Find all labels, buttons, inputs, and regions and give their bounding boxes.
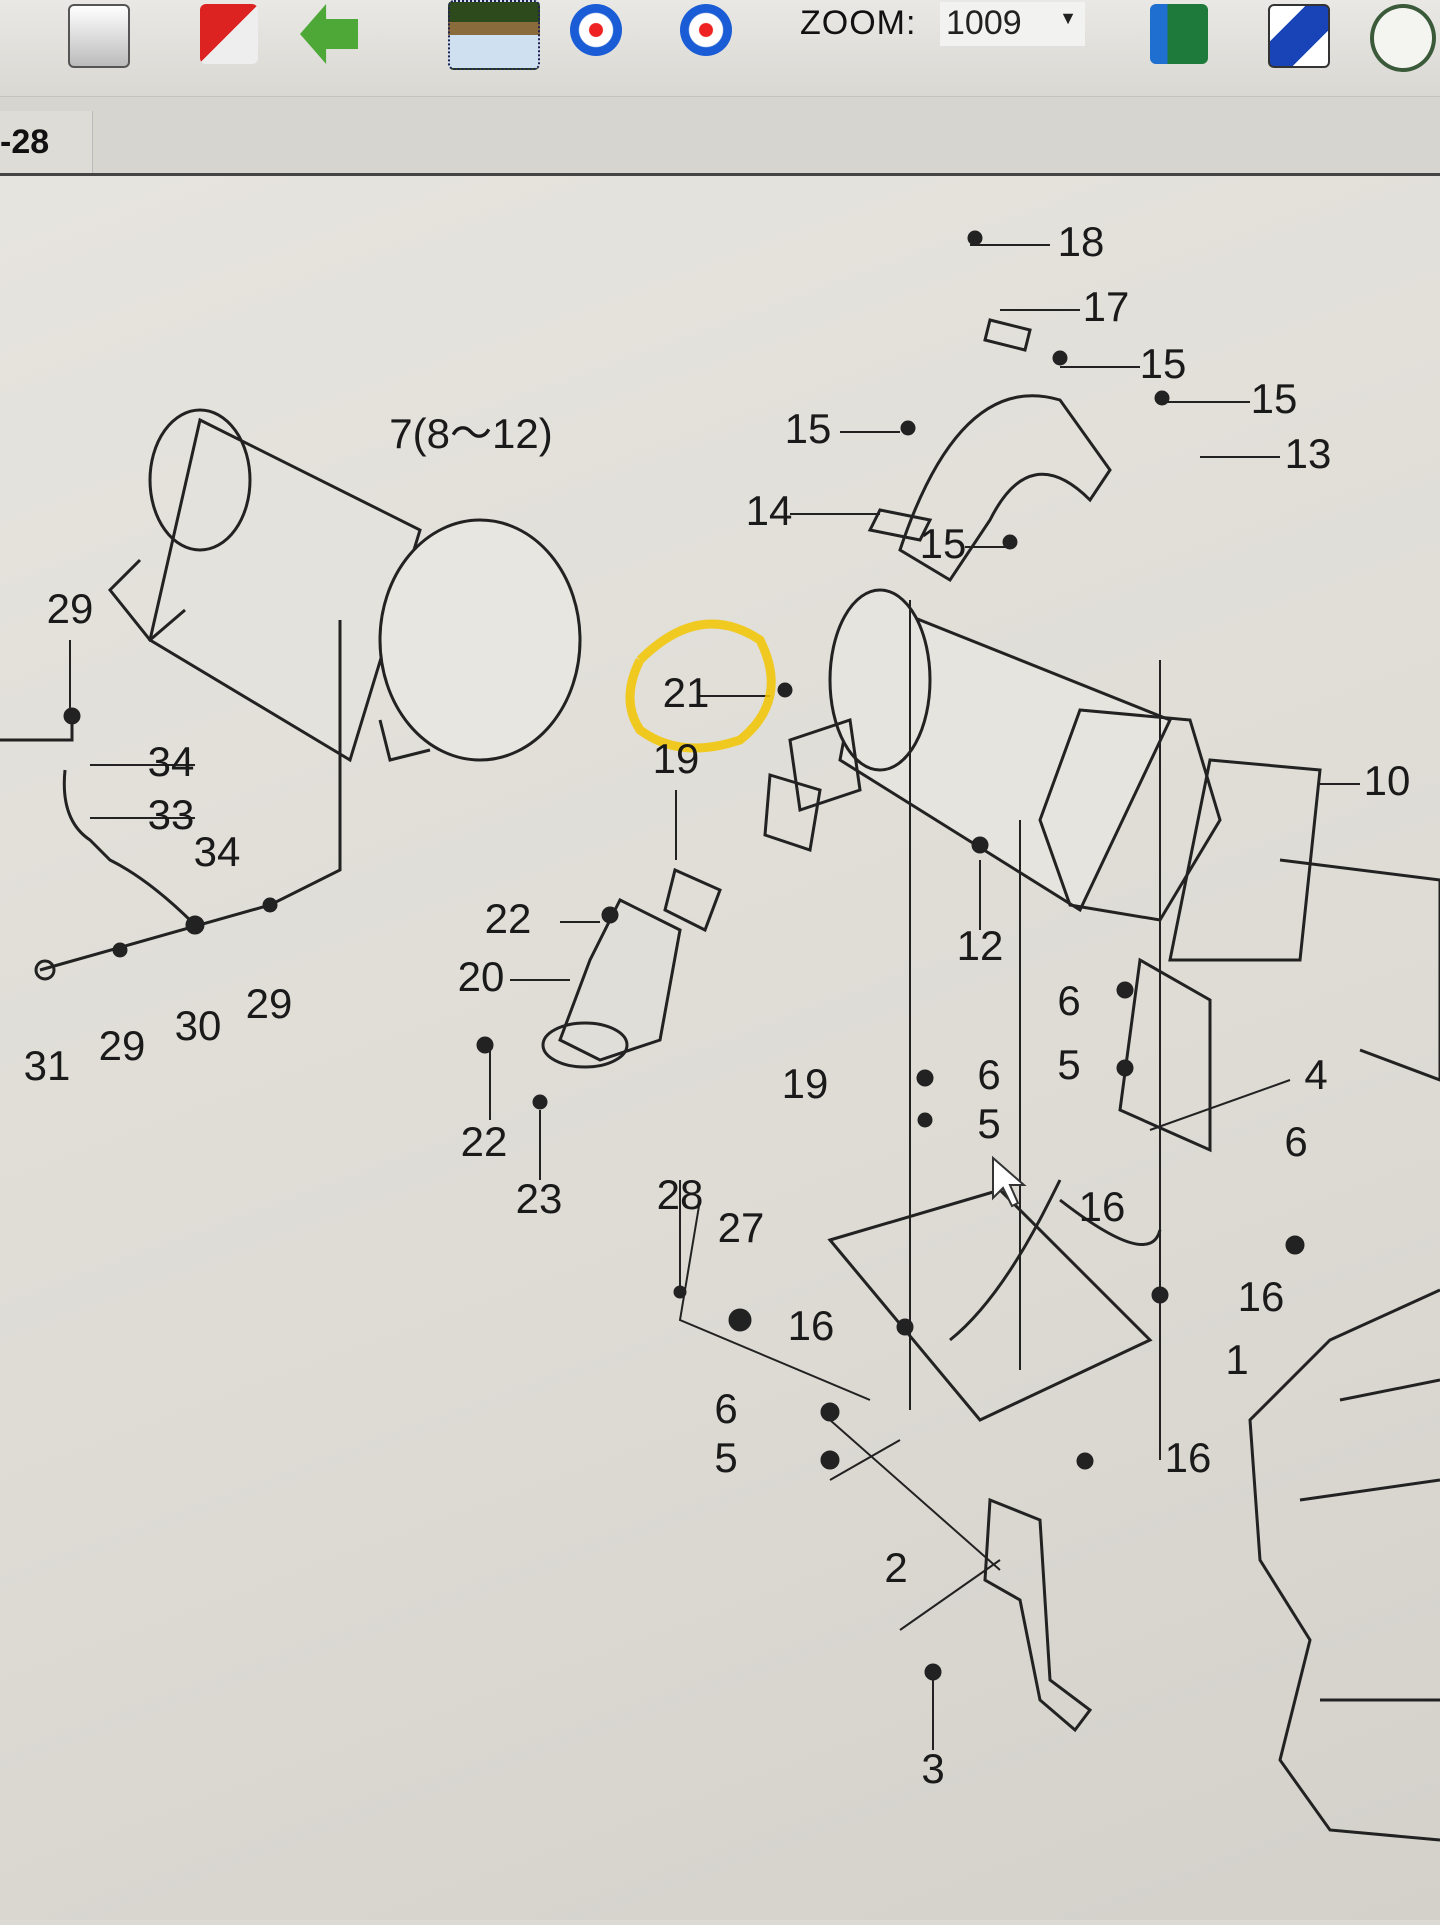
callout-5[interactable]: 5 <box>977 1100 1000 1147</box>
callout-17[interactable]: 17 <box>1083 283 1130 330</box>
callout-13[interactable]: 13 <box>1285 430 1332 477</box>
callout-31[interactable]: 31 <box>24 1042 71 1089</box>
callout-27[interactable]: 27 <box>718 1204 765 1251</box>
callout-16[interactable]: 16 <box>788 1302 835 1349</box>
callout-5[interactable]: 5 <box>714 1434 737 1481</box>
callout-34[interactable]: 34 <box>148 738 195 785</box>
clamp-bracket-upper[interactable] <box>867 318 1112 583</box>
engine-block <box>1248 1288 1440 1842</box>
callout-15[interactable]: 15 <box>1140 340 1187 387</box>
callout-5[interactable]: 5 <box>1057 1041 1080 1088</box>
zoom-out-icon[interactable] <box>680 4 732 56</box>
callout-30[interactable]: 30 <box>175 1002 222 1049</box>
callout-33[interactable]: 33 <box>148 791 195 838</box>
highlight-circle <box>625 619 776 753</box>
hose-parts[interactable] <box>0 620 342 981</box>
callout-1[interactable]: 1 <box>1225 1336 1248 1383</box>
callout-28[interactable]: 28 <box>657 1171 704 1218</box>
callout-12[interactable]: 12 <box>957 922 1004 969</box>
page-navigation-icon[interactable] <box>448 0 540 70</box>
callout-21[interactable]: 21 <box>663 669 710 716</box>
exhaust-elbow-20[interactable] <box>541 773 822 1069</box>
callout-29[interactable]: 29 <box>99 1022 146 1069</box>
callout-19[interactable]: 19 <box>653 735 700 782</box>
callout-15[interactable]: 15 <box>785 405 832 452</box>
folder-icon[interactable] <box>1268 4 1330 68</box>
exploded-parts-diagram: 18 17 15 15 13 15 14 15 7(8～12) 29 21 19… <box>0 218 1440 1842</box>
excel-export-icon[interactable] <box>1150 4 1208 64</box>
tab-label: -28 <box>0 123 50 161</box>
callout-14[interactable]: 14 <box>746 487 793 534</box>
callout-20[interactable]: 20 <box>458 953 505 1000</box>
callout-15[interactable]: 15 <box>1251 375 1298 422</box>
callout-29[interactable]: 29 <box>246 980 293 1027</box>
toolbar: ZOOM: 1009 ▼ <box>0 0 1440 97</box>
callout-15[interactable]: 15 <box>920 520 967 567</box>
callout-29[interactable]: 29 <box>47 585 94 632</box>
callout-6[interactable]: 6 <box>977 1051 1000 1098</box>
print-preview-icon[interactable] <box>68 4 130 68</box>
callout-22[interactable]: 22 <box>461 1118 508 1165</box>
callout-labels: 18 17 15 15 13 15 14 15 7(8～12) 29 21 19… <box>24 218 1411 1792</box>
callout-34[interactable]: 34 <box>194 828 241 875</box>
callout-7[interactable]: 7(8～12) <box>389 410 552 457</box>
callout-16[interactable]: 16 <box>1165 1434 1212 1481</box>
callout-23[interactable]: 23 <box>516 1175 563 1222</box>
callout-19[interactable]: 19 <box>782 1060 829 1107</box>
callout-10[interactable]: 10 <box>1364 757 1411 804</box>
fasteners <box>476 230 1305 1681</box>
parts-diagram-canvas: 18 17 15 15 13 15 14 15 7(8～12) 29 21 19… <box>0 176 1440 1920</box>
logo-icon[interactable] <box>1370 4 1436 72</box>
zoom-label: ZOOM: <box>800 4 917 42</box>
zoom-in-icon[interactable] <box>570 4 622 56</box>
callout-22[interactable]: 22 <box>485 895 532 942</box>
callout-6[interactable]: 6 <box>1057 977 1080 1024</box>
callout-3[interactable]: 3 <box>921 1745 944 1792</box>
tab-page[interactable]: -28 <box>0 111 93 173</box>
tab-bar: -28 <box>0 97 1440 176</box>
callout-16[interactable]: 16 <box>1079 1183 1126 1230</box>
leader-lines <box>69 244 1360 1750</box>
callout-18[interactable]: 18 <box>1058 218 1105 265</box>
callout-6[interactable]: 6 <box>714 1385 737 1432</box>
zoom-value: 1009 <box>946 4 1022 42</box>
back-arrow-icon[interactable] <box>300 4 358 64</box>
home-icon[interactable] <box>200 4 258 64</box>
mouse-cursor-icon <box>992 1155 1027 1208</box>
callout-2[interactable]: 2 <box>884 1544 907 1591</box>
muffler-assembly-7[interactable] <box>107 408 582 763</box>
callout-16[interactable]: 16 <box>1238 1273 1285 1320</box>
callout-4[interactable]: 4 <box>1304 1051 1327 1098</box>
main-muffler[interactable] <box>788 588 1440 1082</box>
lower-bracket[interactable] <box>827 957 1212 1733</box>
chevron-down-icon: ▼ <box>1059 8 1077 28</box>
callout-6[interactable]: 6 <box>1284 1118 1307 1165</box>
zoom-select[interactable]: 1009 ▼ <box>940 2 1085 46</box>
